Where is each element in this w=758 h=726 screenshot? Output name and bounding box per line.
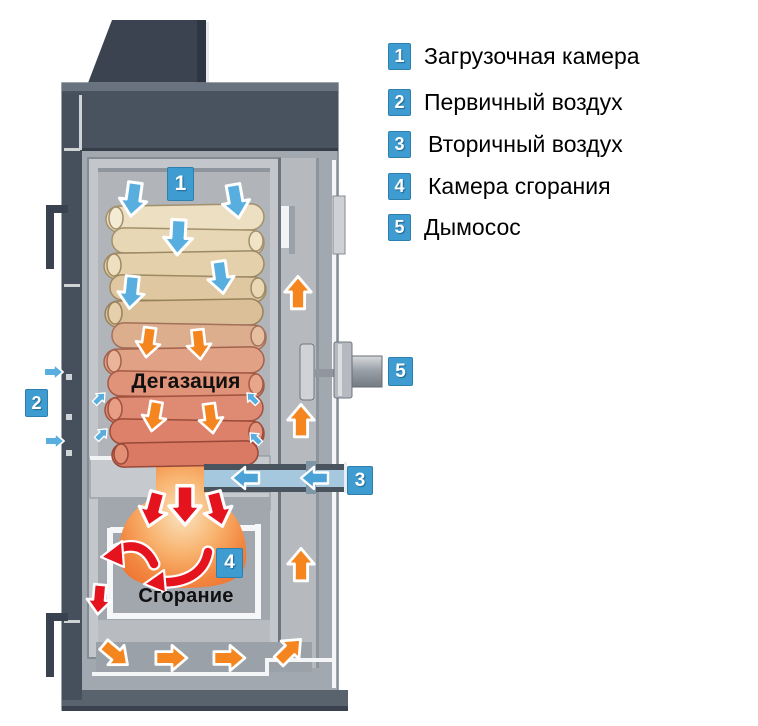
chamber-floor bbox=[98, 620, 270, 642]
chimney-hood bbox=[88, 20, 209, 83]
top-panel bbox=[62, 83, 338, 151]
legend-badge-1: 1 bbox=[388, 42, 411, 70]
log bbox=[107, 370, 265, 399]
legend-label-5: Дымосос bbox=[424, 213, 521, 240]
degassing-zone-label: Дегазация bbox=[131, 370, 241, 393]
legend-badge-5: 5 bbox=[388, 213, 411, 241]
legend-label-3: Вторичный воздух bbox=[428, 130, 623, 157]
legend-item-loading-chamber: 1 Загрузочная камера bbox=[388, 42, 640, 70]
legend-badge-3: 3 bbox=[388, 130, 411, 158]
right-wall-tab bbox=[332, 195, 346, 255]
marker-smoke-exhauster: 5 bbox=[388, 357, 413, 386]
legend-item-secondary-air: 3 Вторичный воздух bbox=[388, 130, 623, 158]
log bbox=[111, 440, 259, 468]
marker-primary-air: 2 bbox=[25, 389, 48, 417]
air-arrow-inlet bbox=[43, 363, 64, 381]
legend-label-4: Камера сгорания bbox=[428, 172, 611, 199]
lower-door-handle bbox=[46, 613, 68, 677]
flame-swirl-arrows bbox=[99, 539, 215, 595]
combustion-zone-label: Сгорание bbox=[138, 585, 234, 607]
upper-door-handle bbox=[46, 205, 68, 269]
marker-secondary-air: 3 bbox=[347, 466, 373, 495]
marker-combustion-chamber: 4 bbox=[216, 548, 243, 578]
legend-item-primary-air: 2 Первичный воздух bbox=[388, 88, 623, 116]
legend-badge-4: 4 bbox=[388, 172, 411, 200]
marker-loading-chamber: 1 bbox=[167, 167, 194, 201]
front-door-edge bbox=[62, 93, 82, 700]
legend-badge-2: 2 bbox=[388, 88, 411, 116]
legend-label-1: Загрузочная камера bbox=[424, 42, 640, 69]
legend-item-combustion-chamber: 4 Камера сгорания bbox=[388, 172, 611, 200]
boiler-base bbox=[62, 690, 348, 711]
smoke-exhauster bbox=[299, 341, 383, 401]
legend-item-smoke-exhauster: 5 Дымосос bbox=[388, 213, 521, 241]
legend-label-2: Первичный воздух bbox=[424, 88, 623, 115]
